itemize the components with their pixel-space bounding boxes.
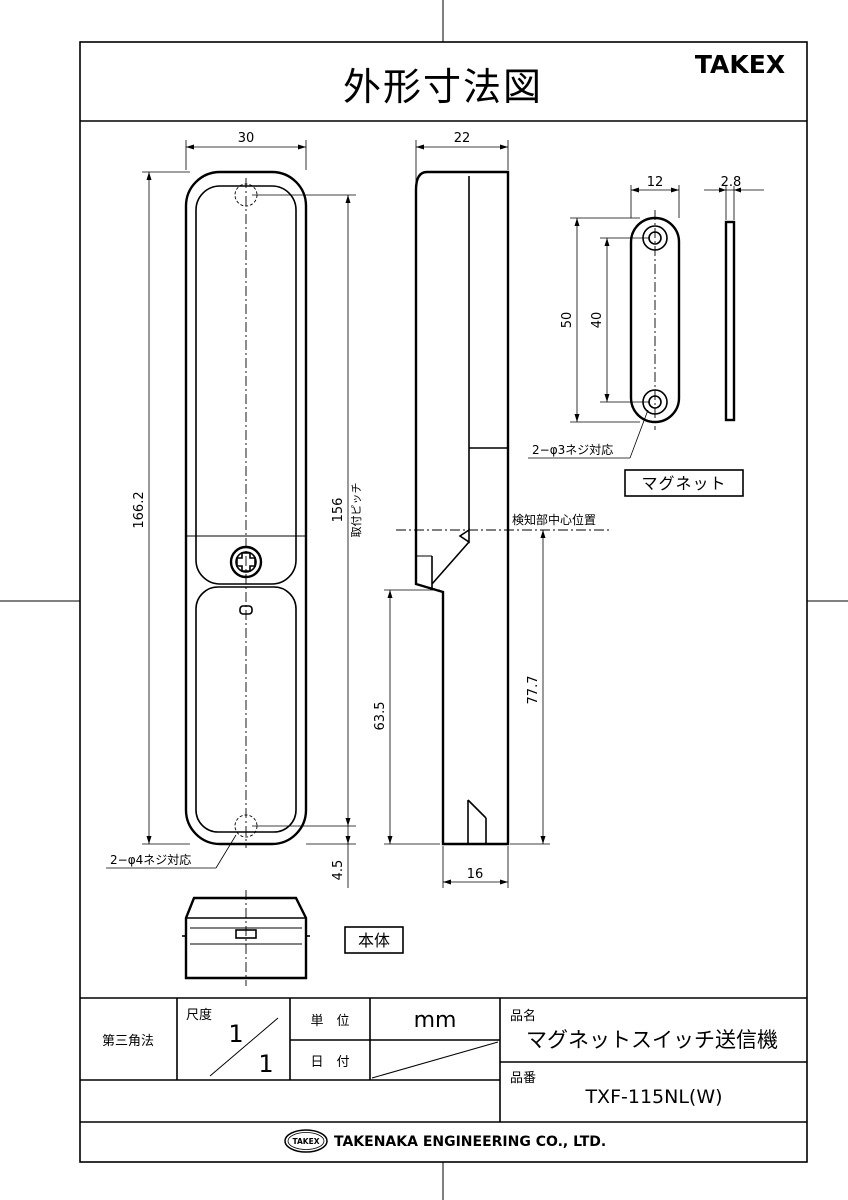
- dim-bottom-depth: 16: [442, 846, 509, 888]
- scale-numerator: 1: [228, 1020, 243, 1048]
- scale-label: 尺度: [186, 1007, 212, 1023]
- magnet-front-view: [629, 210, 681, 430]
- dim-magnet-pitch: 40: [590, 237, 650, 403]
- product-name: マグネットスイッチ送信機: [526, 1028, 778, 1052]
- dim-40-text: 40: [590, 312, 605, 329]
- dim-156-text: 156: [331, 498, 346, 523]
- dim-30-text: 30: [238, 131, 255, 146]
- magnet-side-view: 2.8: [704, 175, 764, 422]
- dim-63-5-text: 63.5: [373, 702, 388, 731]
- dim-16-text: 16: [467, 867, 484, 882]
- company-logo: TAKEX: [284, 1129, 328, 1153]
- company-logo-text: TAKEX: [292, 1137, 319, 1146]
- dim-22-text: 22: [454, 131, 471, 146]
- title-block: [80, 997, 807, 1123]
- body-front-view: [184, 170, 308, 848]
- dim-2-8-text: 2.8: [721, 175, 742, 190]
- company-name: TAKENAKA ENGINEERING CO., LTD.: [334, 1134, 606, 1150]
- dim-magnet-width: 12: [630, 175, 680, 218]
- dim-12-text: 12: [647, 175, 664, 190]
- part-number: TXF-115NL(W): [584, 1086, 722, 1108]
- dim-sensor-height: 77.7: [510, 530, 550, 845]
- part-number-label: 品番: [510, 1071, 536, 1086]
- unit-value: mm: [414, 1008, 457, 1033]
- magnet-screw-leader: 2−φ3ネジ対応: [528, 409, 649, 459]
- mount-pitch-label: 取付ピッチ: [350, 483, 363, 538]
- projection-method: 第三角法: [102, 1034, 154, 1049]
- body-screw-note: 2−φ4ネジ対応: [110, 853, 191, 867]
- dim-body-width: 30: [185, 131, 307, 170]
- dim-magnet-length: 50: [560, 217, 640, 423]
- body-screw-leader: 2−φ4ネジ対応: [106, 834, 237, 869]
- dim-77-7-text: 77.7: [526, 676, 541, 705]
- body-label: 本体: [358, 931, 390, 950]
- magnet-label: マグネット: [641, 474, 726, 493]
- product-name-label: 品名: [510, 1008, 536, 1024]
- unit-label: 単 位: [310, 1013, 349, 1029]
- date-label: 日 付: [310, 1055, 349, 1070]
- body-label-box: [344, 926, 404, 954]
- dim-4-5-text: 4.5: [331, 860, 346, 881]
- brand-logo: TAKEX: [695, 50, 785, 79]
- dim-lower-length: 63.5: [373, 589, 440, 845]
- magnet-label-box: [624, 469, 744, 497]
- dim-50-text: 50: [560, 312, 575, 329]
- dim-166-text: 166.2: [132, 491, 147, 528]
- scale-denominator: 1: [258, 1050, 273, 1078]
- sensor-center-note: 検知部中心位置: [512, 512, 596, 527]
- body-bottom-view: [182, 890, 310, 986]
- magnet-screw-note: 2−φ3ネジ対応: [532, 443, 613, 457]
- dim-bottom-offset: 4.5: [306, 826, 356, 888]
- drawing-border: [79, 41, 808, 1163]
- dim-mount-pitch: 156 取付ピッチ: [252, 194, 363, 827]
- dim-body-depth: 22: [415, 131, 509, 184]
- drawing-title: 外形寸法図: [343, 65, 543, 109]
- body-side-view: [396, 170, 612, 846]
- dim-body-length: 166.2: [132, 171, 190, 845]
